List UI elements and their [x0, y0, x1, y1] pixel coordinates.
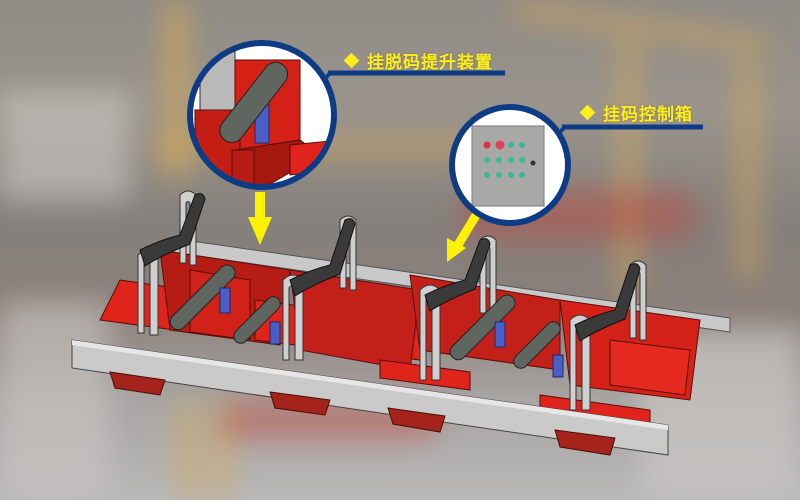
- idler-stand: [137, 190, 647, 411]
- callout-label: 挂码控制箱: [603, 105, 693, 125]
- diamond-icon: [343, 52, 360, 69]
- mounting-foot: [109, 371, 616, 456]
- front-rail: [71, 339, 669, 456]
- diamond-icon: [579, 104, 596, 121]
- detail-circle-control-box: [449, 104, 571, 226]
- counterweight-roller: [169, 264, 561, 369]
- arrow-control-box: [447, 210, 482, 262]
- arrow-lift-device: [248, 192, 272, 245]
- belt-roller: [139, 193, 641, 342]
- control-panel-buttons: [483, 140, 536, 178]
- callout-label: 挂脱码提升装置: [367, 53, 493, 73]
- callout-control-box: 挂码控制箱: [579, 100, 693, 125]
- callout-lift-device: 挂脱码提升装置: [343, 48, 493, 73]
- detail-circle-lift-device: [187, 40, 337, 190]
